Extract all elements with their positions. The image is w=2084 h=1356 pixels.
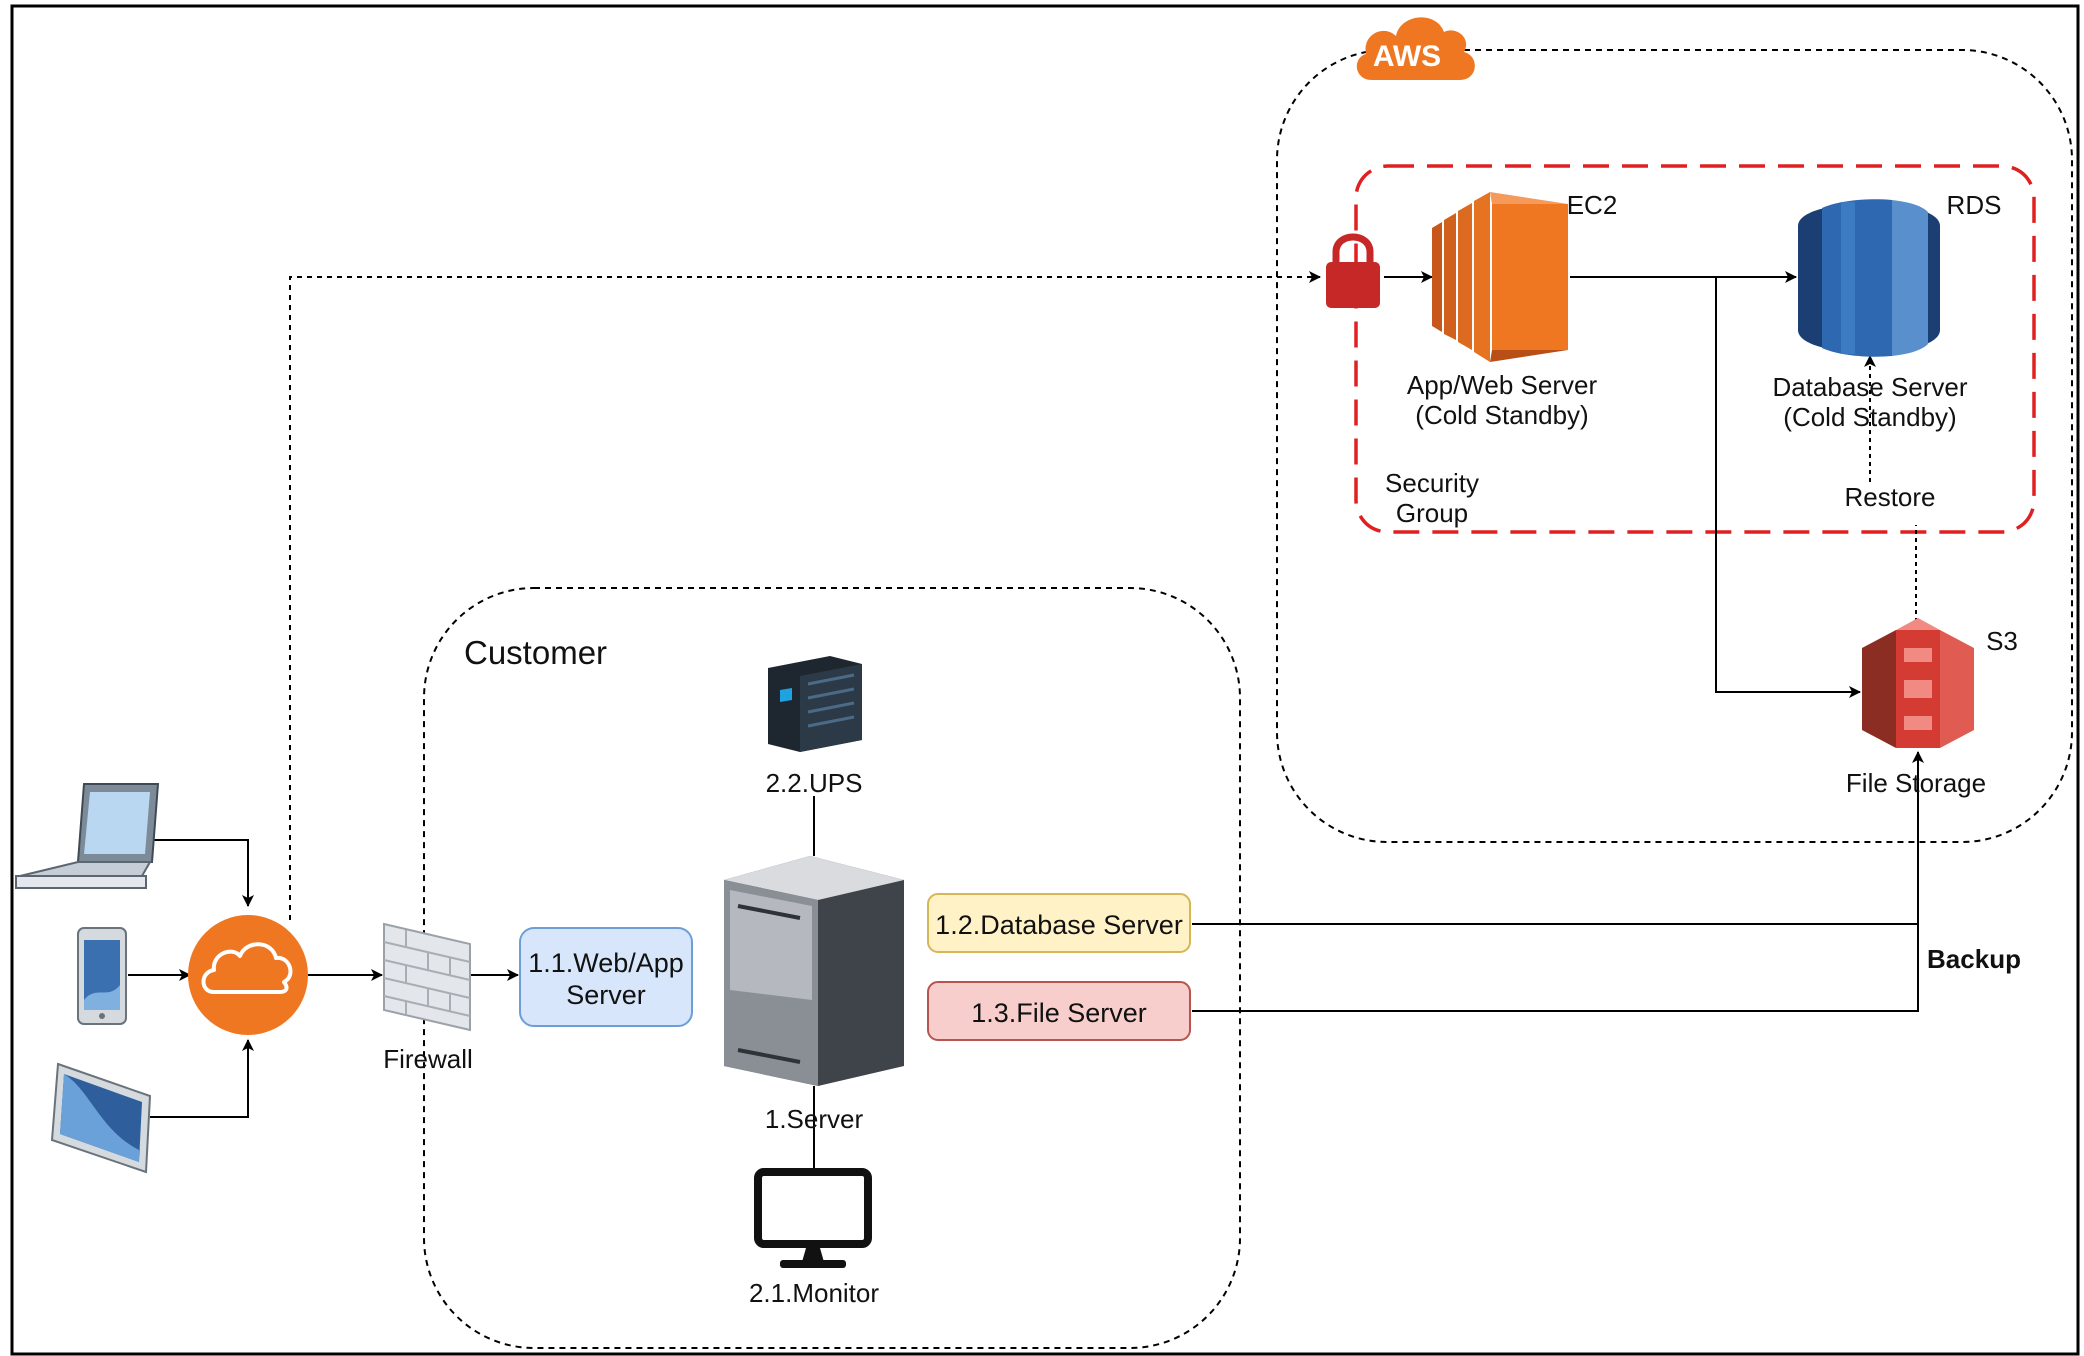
laptop-icon[interactable] bbox=[15, 783, 160, 889]
web-app-server-box[interactable] bbox=[519, 927, 693, 1027]
backup-label: Backup bbox=[1927, 944, 2021, 974]
rds-icon[interactable] bbox=[1798, 199, 1940, 357]
server-tower-icon[interactable] bbox=[724, 856, 904, 1086]
rds-tag: RDS bbox=[1947, 190, 2002, 220]
aws-region bbox=[1276, 49, 2073, 843]
s3-label: File Storage bbox=[1846, 768, 1986, 798]
ec2-label-2: (Cold Standby) bbox=[1415, 400, 1588, 430]
firewall-label: Firewall bbox=[383, 1044, 473, 1074]
edge-cloud-aws bbox=[289, 271, 1321, 920]
security-group-label-1: Security bbox=[1385, 468, 1479, 498]
file-server-box[interactable] bbox=[927, 981, 1191, 1041]
ec2-tag: EC2 bbox=[1567, 190, 1618, 220]
ups-icon[interactable] bbox=[768, 656, 862, 752]
lock-icon[interactable] bbox=[1326, 233, 1380, 308]
ec2-icon[interactable] bbox=[1432, 192, 1568, 362]
tablet-icon[interactable] bbox=[50, 1062, 152, 1174]
firewall-icon[interactable] bbox=[383, 922, 471, 1032]
ups-label: 2.2.UPS bbox=[766, 768, 863, 798]
internet-cloud-icon[interactable] bbox=[188, 915, 308, 1035]
web-app-server-label-2: Server bbox=[566, 980, 646, 1010]
s3-icon[interactable] bbox=[1862, 618, 1974, 748]
aws-cloud-icon bbox=[1356, 17, 1475, 80]
database-server-box[interactable] bbox=[927, 893, 1191, 953]
security-group-label-2: Group bbox=[1396, 498, 1468, 528]
customer-title: Customer bbox=[464, 634, 607, 671]
monitor-icon[interactable] bbox=[754, 1168, 872, 1268]
edge-ec2-s3 bbox=[1715, 277, 1861, 698]
ec2-label-1: App/Web Server bbox=[1407, 370, 1598, 400]
database-server-label: 1.2.Database Server bbox=[935, 910, 1183, 940]
phone-icon[interactable] bbox=[77, 927, 127, 1025]
rds-label-2: (Cold Standby) bbox=[1783, 402, 1956, 432]
file-server-label: 1.3.File Server bbox=[971, 998, 1147, 1028]
server-label: 1.Server bbox=[765, 1104, 864, 1134]
aws-badge: AWS bbox=[1373, 40, 1441, 73]
restore-label: Restore bbox=[1844, 482, 1935, 512]
s3-tag: S3 bbox=[1986, 626, 2018, 656]
monitor-label: 2.1.Monitor bbox=[749, 1278, 879, 1308]
web-app-server-label-1: 1.1.Web/App bbox=[528, 948, 684, 978]
edge-tablet-cloud bbox=[150, 1039, 254, 1118]
outer-frame bbox=[10, 4, 2080, 1356]
edge-laptop-cloud bbox=[150, 839, 254, 907]
rds-label-1: Database Server bbox=[1772, 372, 1967, 402]
edge-file-backup bbox=[1192, 751, 1924, 1012]
